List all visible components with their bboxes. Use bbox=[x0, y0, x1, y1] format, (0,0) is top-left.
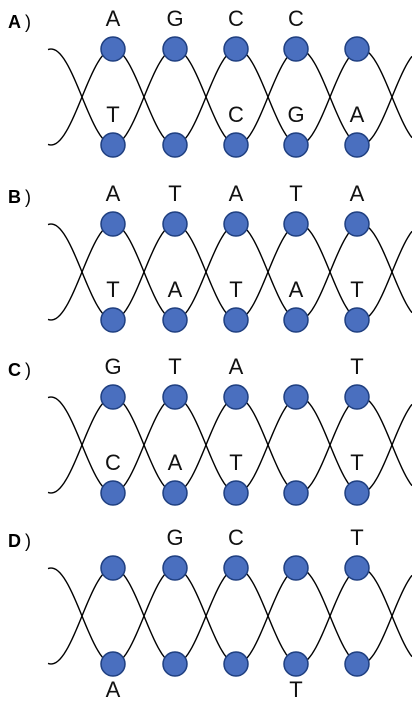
base-label-outside: A bbox=[106, 677, 121, 702]
base-label-top: C bbox=[228, 525, 244, 550]
base-label-bottom: T bbox=[350, 450, 363, 475]
bead-top bbox=[344, 555, 370, 581]
base-label-bottom: T bbox=[350, 277, 363, 302]
option-c: C) G C T A A T T T bbox=[8, 354, 412, 506]
option-paren: ) bbox=[25, 360, 31, 380]
option-paren: ) bbox=[25, 531, 31, 551]
dna-strand bbox=[47, 567, 412, 665]
bead-top bbox=[100, 36, 126, 62]
bead-top bbox=[283, 211, 309, 237]
option-letter: C bbox=[8, 360, 21, 380]
bead-top bbox=[100, 384, 126, 410]
bead-bottom bbox=[162, 307, 188, 333]
base-label-top: A bbox=[106, 181, 121, 206]
bead-top bbox=[344, 211, 370, 237]
bead-bottom bbox=[283, 480, 309, 506]
bead-bottom bbox=[223, 651, 249, 677]
dna-strand bbox=[47, 48, 412, 146]
bead-bottom bbox=[344, 132, 370, 158]
base-label-top: T bbox=[350, 525, 363, 550]
bead-bottom bbox=[100, 480, 126, 506]
bead-top bbox=[162, 384, 188, 410]
base-label-top: C bbox=[228, 6, 244, 31]
option-letter: A bbox=[8, 12, 21, 32]
base-label-top: T bbox=[168, 354, 181, 379]
base-label-top: T bbox=[168, 181, 181, 206]
base-label-bottom: A bbox=[168, 277, 183, 302]
bead-top bbox=[283, 384, 309, 410]
option-label: B) bbox=[8, 187, 31, 207]
dna-strand bbox=[47, 396, 412, 494]
bead-top bbox=[344, 36, 370, 62]
bead-bottom bbox=[223, 307, 249, 333]
option-paren: ) bbox=[25, 12, 31, 32]
bead-bottom bbox=[344, 307, 370, 333]
base-label-top: A bbox=[229, 181, 244, 206]
bead-bottom bbox=[162, 132, 188, 158]
bead-top bbox=[100, 555, 126, 581]
bead-top bbox=[223, 384, 249, 410]
base-label-bottom: A bbox=[168, 450, 183, 475]
bead-top bbox=[283, 555, 309, 581]
dna-strand bbox=[47, 567, 412, 665]
bead-bottom bbox=[162, 480, 188, 506]
bead-top bbox=[223, 555, 249, 581]
base-label-top: G bbox=[166, 525, 183, 550]
base-label-top: C bbox=[288, 6, 304, 31]
base-label-outside: T bbox=[289, 677, 302, 702]
bead-bottom bbox=[100, 132, 126, 158]
option-letter: D bbox=[8, 531, 21, 551]
base-label-bottom: G bbox=[287, 102, 304, 127]
option-d: D) A G C T T bbox=[8, 525, 412, 702]
bead-bottom bbox=[283, 651, 309, 677]
bead-bottom bbox=[223, 480, 249, 506]
bead-bottom bbox=[100, 307, 126, 333]
bead-bottom bbox=[223, 132, 249, 158]
option-label: D) bbox=[8, 531, 31, 551]
base-label-bottom: T bbox=[106, 277, 119, 302]
base-label-top: G bbox=[166, 6, 183, 31]
bead-top bbox=[223, 211, 249, 237]
base-label-bottom: A bbox=[350, 102, 365, 127]
bead-top bbox=[344, 384, 370, 410]
bead-top bbox=[283, 36, 309, 62]
bead-top bbox=[162, 36, 188, 62]
bead-top bbox=[162, 211, 188, 237]
bead-bottom bbox=[162, 651, 188, 677]
bead-bottom bbox=[283, 307, 309, 333]
bead-bottom bbox=[100, 651, 126, 677]
bead-top bbox=[223, 36, 249, 62]
option-letter: B bbox=[8, 187, 21, 207]
option-label: C) bbox=[8, 360, 31, 380]
base-label-bottom: T bbox=[229, 277, 242, 302]
dna-strand bbox=[47, 223, 412, 321]
base-label-top: A bbox=[106, 6, 121, 31]
dna-strand bbox=[47, 48, 412, 146]
base-label-top: T bbox=[350, 354, 363, 379]
base-label-top: A bbox=[229, 354, 244, 379]
dna-strand bbox=[47, 223, 412, 321]
base-label-top: G bbox=[104, 354, 121, 379]
base-label-bottom: T bbox=[229, 450, 242, 475]
bead-bottom bbox=[344, 480, 370, 506]
bead-top bbox=[162, 555, 188, 581]
bead-bottom bbox=[344, 651, 370, 677]
bead-top bbox=[100, 211, 126, 237]
base-label-top: A bbox=[350, 181, 365, 206]
base-label-bottom: T bbox=[106, 102, 119, 127]
base-label-bottom: C bbox=[105, 450, 121, 475]
bead-bottom bbox=[283, 132, 309, 158]
dna-strand bbox=[47, 396, 412, 494]
base-label-top: T bbox=[289, 181, 302, 206]
option-b: B) A T T A A T T A A T bbox=[8, 181, 412, 333]
base-label-bottom: C bbox=[228, 102, 244, 127]
option-paren: ) bbox=[25, 187, 31, 207]
base-label-bottom: A bbox=[289, 277, 304, 302]
option-label: A) bbox=[8, 12, 31, 32]
